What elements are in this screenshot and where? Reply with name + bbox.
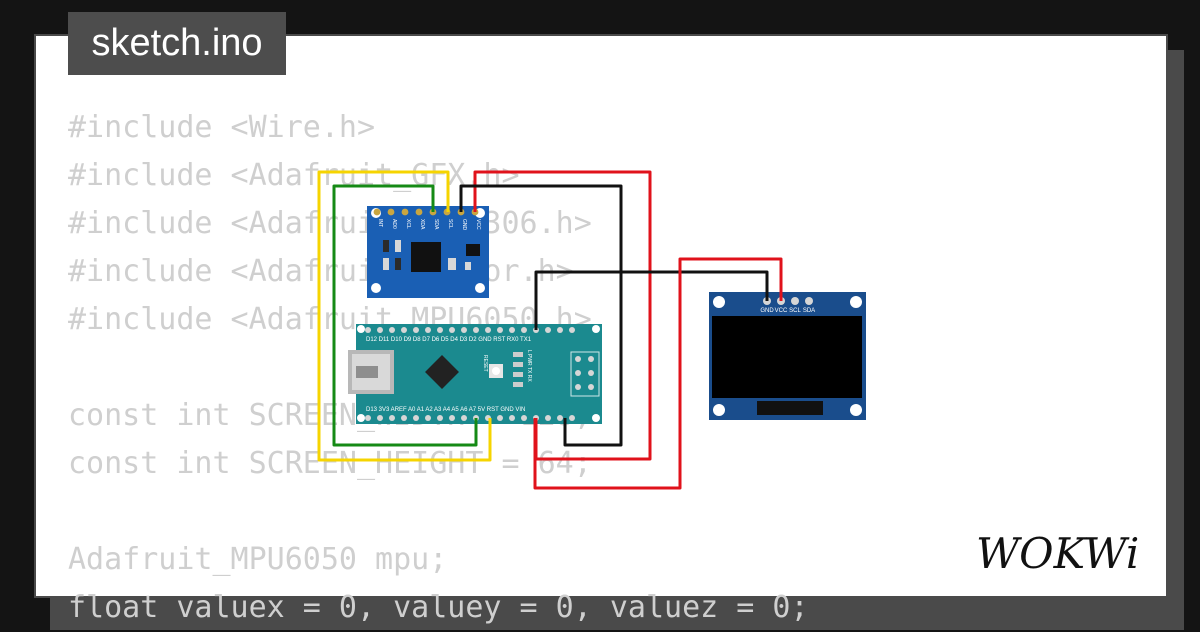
code-listing: #include <Wire.h>#include <Adafruit_GFX.… xyxy=(68,104,809,632)
code-line: Adafruit_MPU6050 mpu; xyxy=(68,542,448,577)
mpu6050-module[interactable]: INT AD0 XCL XDA SDA SCL GND VCC xyxy=(367,206,489,298)
reset-label: RESET xyxy=(482,355,488,372)
mpu-pin-label: XDA xyxy=(419,219,425,230)
nano-bottom-labels: D13 3V3 AREF A0 A1 A2 A3 A4 A5 A6 A7 5V … xyxy=(366,407,525,413)
nano-chip xyxy=(425,355,459,389)
wire-black-gnd xyxy=(459,184,623,447)
oled-screen xyxy=(712,316,862,398)
oled-display[interactable]: GND VCC SCL SDA xyxy=(709,292,866,420)
arduino-nano[interactable]: RESET L PWR TX RX xyxy=(348,324,602,424)
wires xyxy=(317,170,783,490)
nano-top-header xyxy=(365,327,575,333)
code-line: float valuex = 0, valuey = 0, valuez = 0… xyxy=(68,590,809,625)
file-tab[interactable]: sketch.ino xyxy=(68,12,286,75)
code-line: #include <Wire.h> xyxy=(68,110,376,145)
mpu-pin-label: SCL xyxy=(447,219,453,229)
oled-pin-label: SCL xyxy=(789,308,801,314)
oled-pin-label: GND xyxy=(760,308,774,314)
oled-pin-label: SDA xyxy=(803,308,815,314)
project-preview-panel: #include <Wire.h>#include <Adafruit_GFX.… xyxy=(34,34,1168,625)
oled-pin-label: VCC xyxy=(775,308,788,314)
wire-black-oled-gnd xyxy=(534,270,769,330)
nano-usb-connector xyxy=(348,350,394,394)
wokwi-logo-text: WOKWi xyxy=(976,529,1139,578)
mpu-pin-label: INT xyxy=(377,219,383,227)
mpu-pin-label: GND xyxy=(461,219,467,231)
mpu-pin-label: VCC xyxy=(475,219,481,230)
led-labels: L PWR TX RX xyxy=(526,350,532,382)
mpu-chip xyxy=(411,242,441,272)
code-line: const int SCREEN_HEIGHT = 64; xyxy=(68,446,592,481)
mpu-pin-label: AD0 xyxy=(391,219,397,229)
mpu-pin-label: SDA xyxy=(433,219,439,230)
wire-yellow-scl xyxy=(317,170,492,462)
mpu-pin-label: XCL xyxy=(405,219,411,229)
nano-top-labels: D12 D11 D10 D9 D8 D7 D6 D5 D4 D3 D2 GND … xyxy=(366,337,532,343)
wire-green-sda xyxy=(332,184,478,447)
wokwi-logo: WOKWi xyxy=(976,529,1139,578)
wire-red-oled-vcc xyxy=(533,257,783,490)
